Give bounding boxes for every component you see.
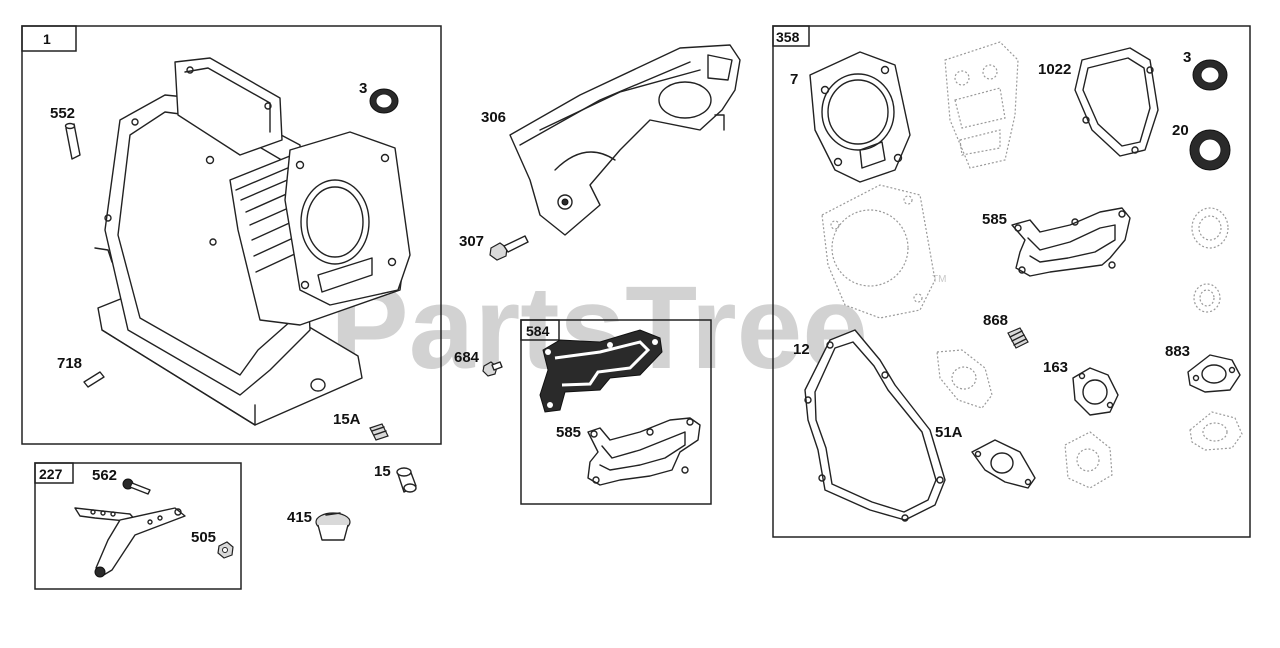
callout-718: 718 <box>57 355 82 372</box>
callout-20: 20 <box>1172 122 1189 139</box>
callout-562: 562 <box>92 467 117 484</box>
callout-868: 868 <box>983 312 1008 329</box>
group-label-358: 358 <box>776 29 800 45</box>
stud-718-part[interactable] <box>83 371 105 388</box>
callout-684: 684 <box>454 349 480 366</box>
callout-12: 12 <box>793 341 810 358</box>
oil-seal-20-part[interactable] <box>1189 129 1231 171</box>
spring-868-part[interactable] <box>1007 327 1029 349</box>
bolt-307-part[interactable] <box>489 235 529 261</box>
group-box-1: 1 <box>21 25 442 445</box>
intake-manifold-gasket-dark-part[interactable] <box>539 329 663 413</box>
screw-562-part[interactable] <box>122 478 151 495</box>
crankcase-gasket-12-part[interactable] <box>804 329 946 522</box>
callout-7: 7 <box>790 71 798 88</box>
nut-505-part[interactable] <box>217 541 234 559</box>
watermark-trademark: TM <box>932 274 946 285</box>
callout-3-seal: 3 <box>1183 49 1191 66</box>
oil-seal-3-part[interactable] <box>369 88 399 114</box>
callout-306: 306 <box>481 109 506 126</box>
small-gasket-faint-b-part <box>1064 411 1243 489</box>
small-gasket-faint-a-part <box>936 349 993 409</box>
governor-lever-part[interactable] <box>74 507 186 578</box>
engine-block-part[interactable] <box>94 57 411 426</box>
bushing-15-part[interactable] <box>396 467 417 493</box>
gasket-51A-part[interactable] <box>971 439 1036 489</box>
shroud-306-part[interactable] <box>509 44 741 236</box>
plug-15A-part[interactable] <box>369 423 389 441</box>
gasket-883-part[interactable] <box>1187 354 1241 393</box>
valve-cover-gasket-faint-part <box>944 41 1019 169</box>
oil-seal-3b-part[interactable] <box>1192 59 1228 91</box>
gasket-163-part[interactable] <box>1072 367 1119 416</box>
head-gasket-faint-part <box>821 184 936 319</box>
group-box-227: 227 <box>34 462 242 590</box>
callout-415: 415 <box>287 509 312 526</box>
intake-gasket-585b-part[interactable] <box>1011 207 1131 277</box>
callout-15: 15 <box>374 463 391 480</box>
faint-seals-part <box>1191 207 1229 313</box>
group-box-584: 584 <box>520 319 712 505</box>
callout-585-in-358: 585 <box>982 211 1007 228</box>
dipstick-cap-415-part[interactable] <box>315 512 351 541</box>
callout-51A: 51A <box>935 424 963 441</box>
callout-552: 552 <box>50 105 75 122</box>
head-gasket-7-part[interactable] <box>809 51 911 183</box>
cover-gasket-1022-part[interactable] <box>1074 47 1159 157</box>
callout-3-oil-seal: 3 <box>359 80 367 97</box>
group-label-584: 584 <box>526 323 550 339</box>
callout-505: 505 <box>191 529 216 546</box>
group-box-358: 358 <box>772 25 1251 538</box>
callout-883: 883 <box>1165 343 1190 360</box>
intake-gasket-585-part[interactable] <box>587 417 701 486</box>
callout-163: 163 <box>1043 359 1068 376</box>
group-label-1: 1 <box>43 31 51 47</box>
group-label-227: 227 <box>39 466 63 482</box>
callout-15A: 15A <box>333 411 361 428</box>
callout-1022: 1022 <box>1038 61 1071 78</box>
screw-684-part[interactable] <box>482 361 503 377</box>
callout-307: 307 <box>459 233 484 250</box>
dowel-pin-552-part[interactable] <box>64 122 81 160</box>
callout-585-in-584: 585 <box>556 424 581 441</box>
